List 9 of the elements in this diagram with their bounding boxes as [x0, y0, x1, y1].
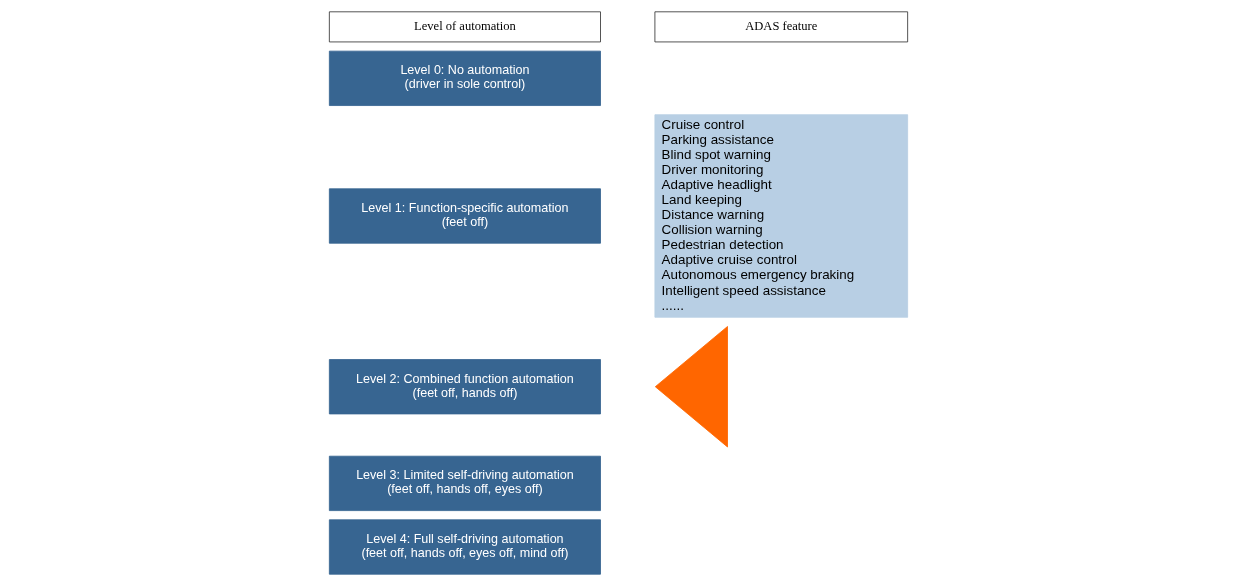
node-box: Level 2: Combined function automation (feet off, hands off): [328, 359, 601, 415]
node-box: Level 4: Full self-driving automation (feet off, hands off, eyes off, mind off): [328, 519, 601, 575]
node-box: Level of automation: [328, 11, 601, 43]
node-box: Level 1: Function-specific automation (feet off): [328, 188, 601, 244]
node-box: Level 3: Limited self-driving automation (feet off, hands off, eyes off): [328, 455, 601, 512]
node-box: Cruise control Parking assistance Blind spot warning Driver monitoring Adaptive headlight Land keeping Distance warning Collision warning Pedestrian detection Adaptive cruise control Autonomous emergency braking Intelligent speed assistance ......: [654, 114, 909, 318]
node-triangle: [654, 326, 728, 448]
node-box: Level 0: No automation (driver in sole control): [328, 50, 601, 106]
node-box: ADAS feature: [654, 11, 909, 43]
